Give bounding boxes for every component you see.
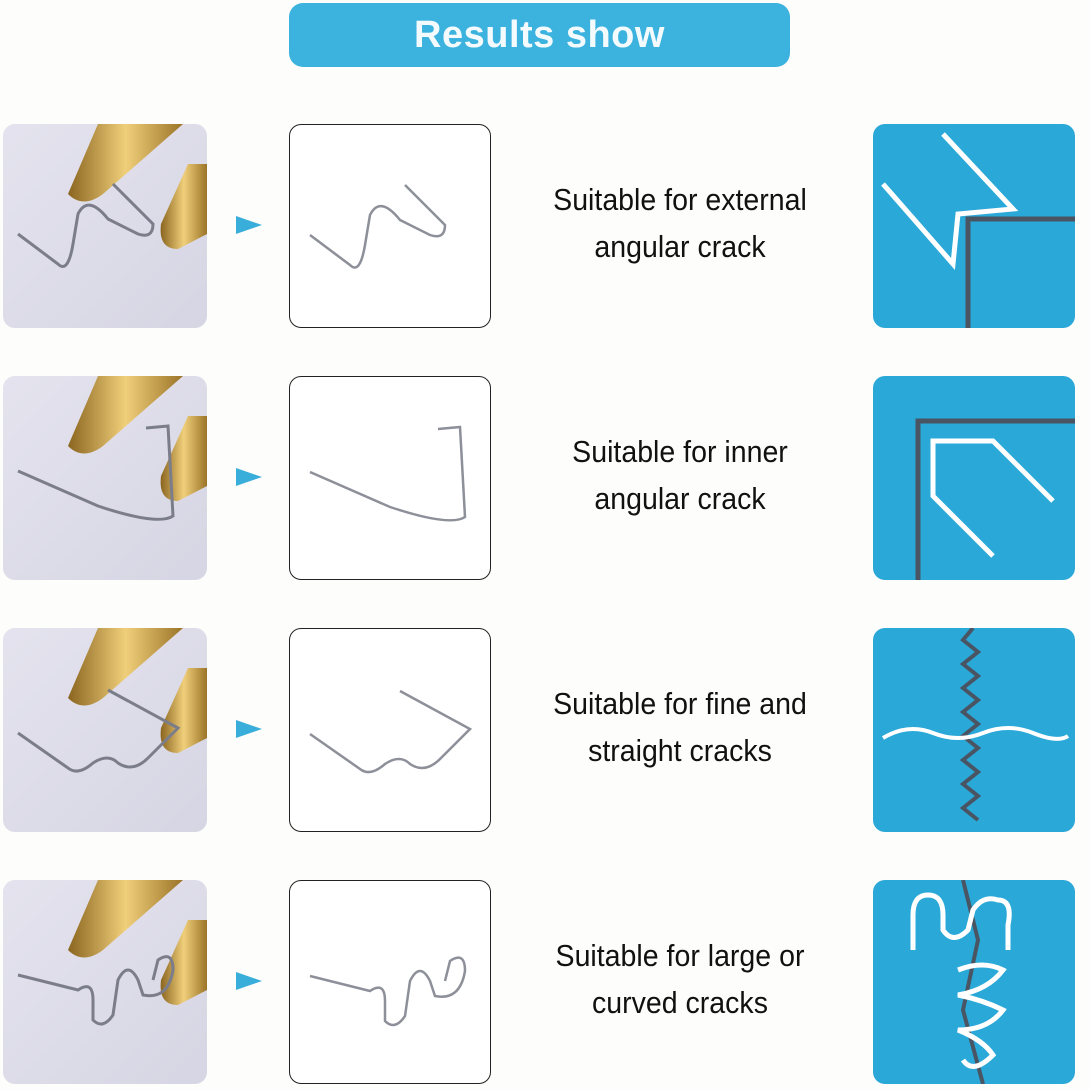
staple-wire-image [289, 880, 491, 1084]
crack-diagram-icon [873, 124, 1075, 328]
staple-wire-image [289, 628, 491, 832]
description-line: straight cracks [588, 733, 772, 768]
arrow-right-icon [236, 468, 262, 486]
description-line: curved cracks [592, 985, 768, 1020]
crack-description: Suitable for inner angular crack [533, 428, 827, 522]
result-row-fine-straight: Suitable for fine and straight cracks [0, 628, 1090, 832]
arrow-right-icon [236, 216, 262, 234]
result-row-inner-angular: Suitable for inner angular crack [0, 376, 1090, 580]
staple-wire-image [289, 124, 491, 328]
arrow-right-icon [236, 720, 262, 738]
crack-diagram-icon [873, 628, 1075, 832]
crack-description: Suitable for large or curved cracks [533, 932, 827, 1026]
description-line: Suitable for inner [572, 434, 788, 469]
description-line: Suitable for external [553, 182, 807, 217]
crack-diagram-icon [873, 880, 1075, 1084]
result-row-large-curved: Suitable for large or curved cracks [0, 880, 1090, 1084]
welding-tip-photo [3, 628, 207, 832]
staple-wire-image [289, 376, 491, 580]
result-row-external-angular: Suitable for external angular crack [0, 124, 1090, 328]
crack-diagram-icon [873, 376, 1075, 580]
description-line: angular crack [594, 229, 766, 264]
results-show-banner: Results show [289, 3, 790, 67]
welding-tip-photo [3, 880, 207, 1084]
description-line: Suitable for fine and [553, 686, 807, 721]
description-line: angular crack [594, 481, 766, 516]
arrow-right-icon [236, 972, 262, 990]
banner-title: Results show [414, 13, 665, 56]
crack-description: Suitable for fine and straight cracks [533, 680, 827, 774]
welding-tip-photo [3, 124, 207, 328]
crack-description: Suitable for external angular crack [533, 176, 827, 270]
description-line: Suitable for large or [555, 938, 805, 973]
welding-tip-photo [3, 376, 207, 580]
